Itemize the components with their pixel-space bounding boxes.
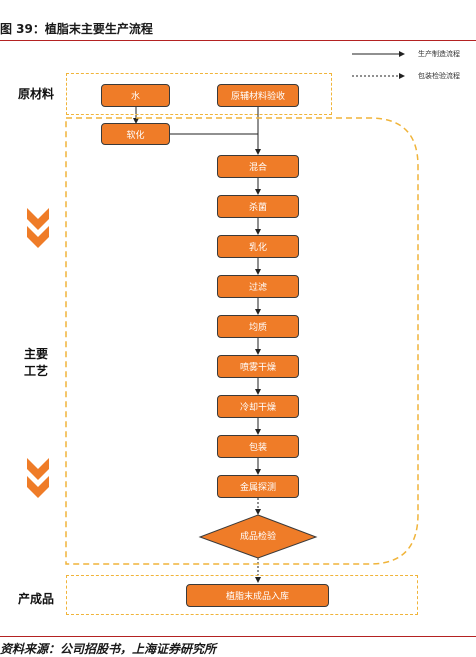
product-region [66, 575, 418, 615]
section-label-process-2: 工艺 [24, 364, 49, 378]
node-pack: 包装 [217, 435, 299, 458]
process-region [65, 117, 419, 565]
section-label-raw: 原材料 [18, 87, 55, 101]
inspect-diamond [198, 514, 318, 559]
chevron-down-icon-lower [27, 458, 49, 498]
node-water: 水 [101, 84, 170, 107]
node-cool-dry: 冷却干燥 [217, 395, 299, 418]
raw-material-region [66, 73, 332, 115]
node-filter: 过滤 [217, 275, 299, 298]
source-note: 资料来源：公司招股书，上海证券研究所 [0, 642, 217, 656]
node-spray-dry: 喷雾干燥 [217, 355, 299, 378]
section-label-product: 产成品 [18, 592, 55, 606]
node-emulsify: 乳化 [217, 235, 299, 258]
node-inspect-label: 成品检验 [239, 532, 276, 542]
node-raw-check: 原辅材料验收 [217, 84, 299, 107]
node-mix: 混合 [217, 155, 299, 178]
node-homogenize: 均质 [217, 315, 299, 338]
figure-title: 图 39：植脂末主要生产流程 [0, 22, 153, 36]
source-rule [0, 636, 476, 637]
node-soften: 软化 [101, 123, 170, 145]
node-sterilize: 杀菌 [217, 195, 299, 218]
legend-solid-label: 生产制造流程 [418, 50, 460, 58]
node-warehouse: 植脂末成品入库 [186, 584, 329, 607]
section-label-process-1: 主要 [24, 347, 49, 361]
title-rule [0, 40, 476, 41]
chevron-down-icon-upper [27, 208, 49, 248]
legend-dashed-label: 包装检验流程 [418, 72, 460, 80]
node-metal-detect: 金属探测 [217, 475, 299, 498]
